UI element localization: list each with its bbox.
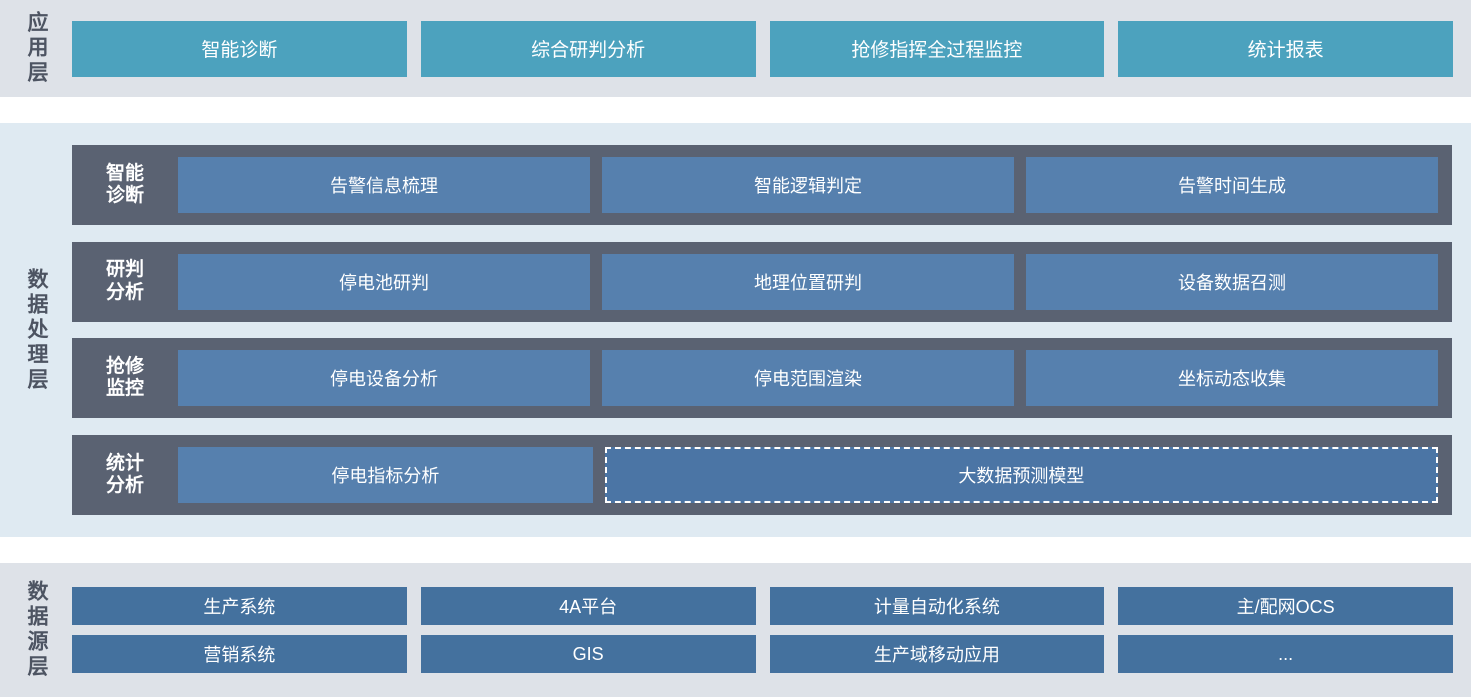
application-layer-band: 应用层 智能诊断 综合研判分析 抢修指挥全过程监控 统计报表	[0, 0, 1471, 97]
source-item-marketing-system[interactable]: 营销系统	[72, 635, 407, 673]
application-layer-label-text: 应用层	[25, 11, 49, 86]
proc-cell-alarm-info-sorting[interactable]: 告警信息梳理	[178, 157, 590, 213]
source-item-4a-platform[interactable]: 4A平台	[420, 587, 756, 625]
proc-cell-big-data-prediction-model[interactable]: 大数据预测模型	[604, 446, 1438, 503]
data-processing-layer-label-text: 数据处理层	[25, 267, 49, 393]
proc-row-label-line1: 智能	[105, 162, 144, 184]
proc-row-label-repair-monitoring: 抢修 监控	[72, 338, 178, 418]
source-item-more[interactable]: ...	[1118, 635, 1453, 673]
data-processing-layer-label: 数据处理层	[0, 123, 72, 537]
proc-row-label-line2: 诊断	[105, 185, 144, 206]
data-source-row-2: 营销系统 GIS 生产域移动应用 ...	[72, 635, 1453, 673]
data-source-rows: 生产系统 4A平台 计量自动化系统 主/配网OCS 营销系统 GIS 生产域移动…	[72, 563, 1471, 697]
proc-cell-geographic-location-judgement[interactable]: 地理位置研判	[602, 253, 1014, 310]
proc-cell-outage-scope-rendering[interactable]: 停电范围渲染	[602, 350, 1014, 407]
proc-row-label-analysis-judgement: 研判 分析	[72, 242, 178, 322]
proc-row-label-line1: 抢修	[105, 355, 144, 377]
proc-row-cells: 告警信息梳理 智能逻辑判定 告警时间生成	[178, 145, 1452, 225]
proc-cell-outage-pool-judgement[interactable]: 停电池研判	[178, 253, 590, 310]
source-item-metering-automation-system[interactable]: 计量自动化系统	[769, 587, 1105, 625]
data-source-layer-band: 数据源层 生产系统 4A平台 计量自动化系统 主/配网OCS 营销系统 GIS …	[0, 563, 1471, 697]
proc-row-cells: 停电指标分析 大数据预测模型	[178, 435, 1452, 515]
proc-cell-coordinate-dynamic-collection[interactable]: 坐标动态收集	[1026, 350, 1438, 407]
proc-row-statistical-analysis: 统计 分析 停电指标分析 大数据预测模型	[72, 434, 1452, 515]
data-source-layer-label-text: 数据源层	[25, 580, 49, 680]
proc-cell-intelligent-logic-judgement[interactable]: 智能逻辑判定	[602, 157, 1014, 213]
data-source-row-1: 生产系统 4A平台 计量自动化系统 主/配网OCS	[72, 587, 1453, 625]
proc-row-label-line1: 统计	[105, 452, 144, 474]
app-item-comprehensive-analysis[interactable]: 综合研判分析	[420, 20, 756, 77]
proc-row-label-line2: 监控	[105, 378, 144, 400]
proc-row-label-line1: 研判	[105, 259, 144, 281]
proc-row-cells: 停电设备分析 停电范围渲染 坐标动态收集	[178, 338, 1452, 418]
proc-cell-alarm-time-generation[interactable]: 告警时间生成	[1026, 157, 1438, 213]
proc-cell-outage-index-analysis[interactable]: 停电指标分析	[178, 446, 593, 503]
app-item-intelligent-diagnosis[interactable]: 智能诊断	[72, 20, 407, 77]
proc-row-label-intelligent-diagnosis: 智能 诊断	[72, 145, 178, 225]
source-item-gis[interactable]: GIS	[420, 635, 756, 673]
data-processing-rows: 智能 诊断 告警信息梳理 智能逻辑判定 告警时间生成 研判 分析	[72, 123, 1471, 537]
proc-row-intelligent-diagnosis: 智能 诊断 告警信息梳理 智能逻辑判定 告警时间生成	[72, 145, 1452, 225]
source-item-production-system[interactable]: 生产系统	[72, 587, 407, 625]
source-item-main-distribution-ocs[interactable]: 主/配网OCS	[1118, 587, 1453, 625]
proc-row-analysis-judgement: 研判 分析 停电池研判 地理位置研判 设备数据召测	[72, 241, 1452, 322]
proc-cell-outage-device-analysis[interactable]: 停电设备分析	[178, 350, 590, 407]
proc-row-label-line2: 分析	[105, 281, 144, 303]
app-item-repair-command-monitoring[interactable]: 抢修指挥全过程监控	[769, 20, 1105, 77]
data-source-layer-label: 数据源层	[0, 563, 72, 697]
proc-row-cells: 停电池研判 地理位置研判 设备数据召测	[178, 242, 1452, 322]
proc-cell-device-data-polling[interactable]: 设备数据召测	[1026, 253, 1438, 310]
proc-row-repair-monitoring: 抢修 监控 停电设备分析 停电范围渲染 坐标动态收集	[72, 338, 1452, 419]
proc-row-label-line2: 分析	[105, 474, 144, 496]
proc-row-label-statistical-analysis: 统计 分析	[72, 435, 178, 515]
data-processing-layer-band: 数据处理层 智能 诊断 告警信息梳理 智能逻辑判定 告警时间生成	[0, 123, 1471, 537]
source-item-production-mobile-app[interactable]: 生产域移动应用	[769, 635, 1105, 673]
application-layer-label: 应用层	[0, 0, 72, 97]
application-layer-items: 智能诊断 综合研判分析 抢修指挥全过程监控 统计报表	[72, 0, 1471, 97]
app-item-statistical-report[interactable]: 统计报表	[1118, 20, 1453, 77]
